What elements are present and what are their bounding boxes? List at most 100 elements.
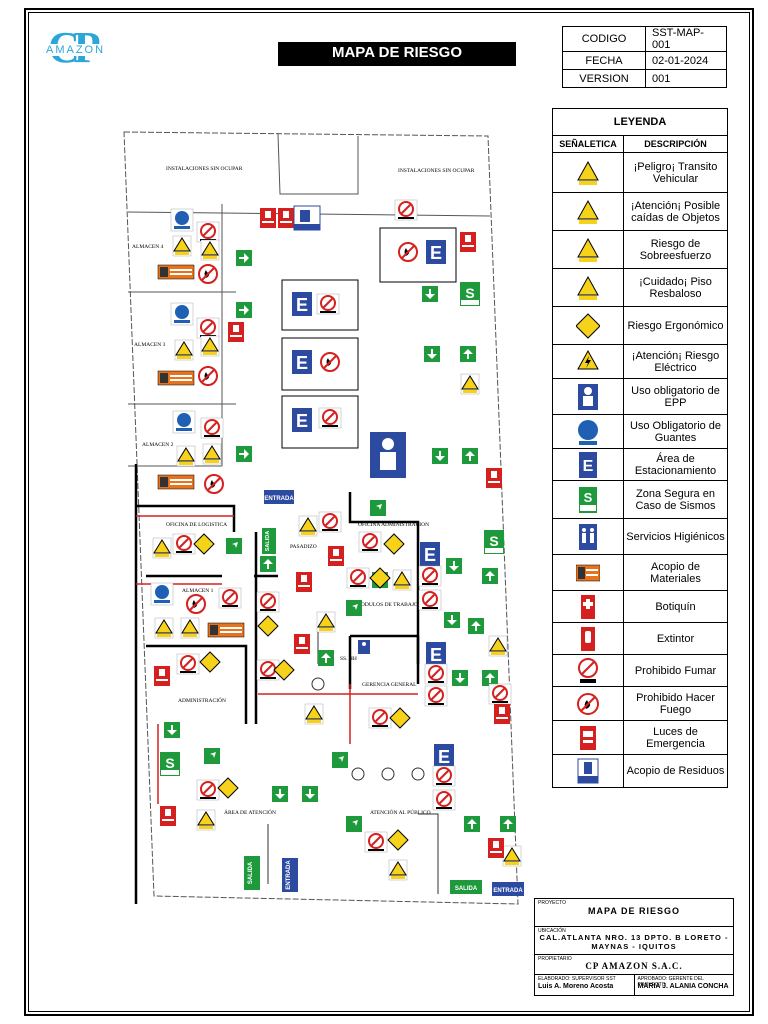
fire-extinguisher-icon bbox=[228, 322, 244, 342]
legend-row: Riesgo Ergonómico bbox=[553, 307, 727, 345]
gloves-mandatory-icon bbox=[553, 415, 624, 448]
ergonomic-risk-icon bbox=[257, 615, 279, 637]
gloves-mandatory-icon bbox=[170, 208, 194, 232]
materials-storage-icon bbox=[157, 474, 195, 490]
area-label-administracion: ADMINISTRACIÓN bbox=[178, 696, 226, 704]
falling-objects-warning-icon bbox=[174, 339, 194, 361]
exit-arrow-down-icon bbox=[302, 786, 318, 802]
legend-row: ¡Cuidado¡ Piso Resbaloso bbox=[553, 269, 727, 307]
no-fire-icon bbox=[198, 366, 218, 386]
gloves-mandatory-icon bbox=[170, 302, 194, 326]
location-text: CAL.ATLANTA NRO. 13 DPTO. B LORETO - MAY… bbox=[539, 933, 729, 951]
slippery-floor-warning-icon bbox=[298, 515, 318, 537]
no-smoking-icon bbox=[358, 531, 382, 553]
legend-description: ¡Atención¡ Posible caídas de Objetos bbox=[630, 199, 721, 224]
exit-arrow-up-icon bbox=[500, 816, 516, 832]
fire-extinguisher-icon bbox=[296, 572, 312, 592]
overexertion-warning-icon bbox=[553, 231, 624, 268]
no-smoking-icon bbox=[488, 683, 512, 705]
project-label: PROYECTO bbox=[538, 900, 566, 906]
legend-description: Prohibido Fumar bbox=[634, 664, 717, 677]
parking-icon bbox=[434, 744, 454, 768]
materials-storage-icon bbox=[157, 264, 195, 280]
no-fire-icon bbox=[320, 352, 340, 372]
restroom-icon bbox=[358, 640, 370, 654]
meta-value: SST-MAP-001 bbox=[645, 26, 727, 52]
prepared-name: Luis A. Moreno Acosta bbox=[538, 983, 614, 990]
no-smoking-icon bbox=[364, 831, 388, 853]
legend-row: Extintor bbox=[553, 623, 727, 655]
legend-row: ¡Peligro¡ Transito Vehicular bbox=[553, 153, 727, 193]
area-label-atencion-publico: ATENCIÓN AL PÚBLICO bbox=[370, 808, 431, 816]
legend-description: Área de Estacionamiento bbox=[634, 452, 717, 477]
meta-value: 001 bbox=[645, 69, 727, 88]
owner-name: CP AMAZON S.A.C. bbox=[585, 961, 683, 971]
exit-arrow-up-icon bbox=[462, 448, 478, 464]
title-block: PROYECTO MAPA DE RIESGO UBICACIÓN CAL.AT… bbox=[534, 898, 734, 996]
meta-value: 02-01-2024 bbox=[645, 51, 727, 70]
legend-row: ¡Atención¡ Posible caídas de Objetos bbox=[553, 193, 727, 231]
ergonomic-risk-icon bbox=[383, 533, 405, 555]
area-label-unoccupied-2: INSTALACIONES SIN OCUPAR bbox=[398, 168, 475, 174]
ppe-mandatory-icon bbox=[553, 379, 624, 414]
floor-plan: E S INSTALACIONES SIN OCUPAR INSTALACIO bbox=[123, 131, 524, 905]
no-smoking-icon bbox=[553, 655, 624, 686]
legend-row: Uso obligatorio de EPP bbox=[553, 379, 727, 415]
approved-label: APROBADO: GERENTE DEL PROYECTO bbox=[637, 976, 704, 988]
waste-collection-icon bbox=[293, 205, 321, 231]
parking-icon bbox=[292, 350, 312, 374]
materials-storage-icon bbox=[157, 370, 195, 386]
exit-sign: SALIDA bbox=[450, 880, 482, 894]
svg-text:SALIDA: SALIDA bbox=[265, 531, 271, 552]
vehicle-transit-warning-icon bbox=[502, 845, 522, 867]
no-fire-icon bbox=[198, 264, 218, 284]
meta-row: VERSION 001 bbox=[562, 69, 727, 88]
logo-word: AMAZON bbox=[44, 44, 108, 56]
ergonomic-risk-icon bbox=[217, 777, 239, 799]
no-smoking-icon bbox=[218, 587, 242, 609]
ppe-mandatory-icon bbox=[370, 432, 406, 478]
no-smoking-icon bbox=[368, 707, 392, 729]
parking-icon bbox=[292, 408, 312, 432]
exit-arrow-down-icon bbox=[432, 448, 448, 464]
exit-arrow-diagonal-icon bbox=[370, 500, 386, 516]
no-smoking-icon bbox=[196, 221, 220, 243]
exit-arrow-diagonal-icon bbox=[346, 816, 362, 832]
earthquake-safe-zone-icon bbox=[460, 282, 480, 306]
falling-objects-warning-icon bbox=[172, 235, 192, 257]
svg-text:ENTRADA: ENTRADA bbox=[493, 888, 523, 894]
svg-text:S: S bbox=[584, 490, 593, 505]
legend-description: Riesgo Ergonómico bbox=[627, 319, 724, 332]
legend-description: Botiquín bbox=[655, 600, 696, 613]
gloves-mandatory-icon bbox=[172, 410, 196, 434]
company-logo: CP AMAZON bbox=[40, 26, 116, 72]
slippery-floor-warning-icon bbox=[553, 269, 624, 306]
area-label-almacen-4: ALMACEN 4 bbox=[132, 244, 164, 250]
legend-row: Servicios Higiénicos bbox=[553, 519, 727, 555]
legend-row: Acopio de Residuos bbox=[553, 755, 727, 787]
inner-frame bbox=[28, 12, 750, 1012]
no-smoking-icon bbox=[176, 653, 200, 675]
exit-arrow-down-icon bbox=[446, 558, 462, 574]
exit-arrow-diagonal-icon bbox=[346, 600, 362, 616]
no-smoking-icon bbox=[424, 663, 448, 685]
prepared-cell: ELABORADO: SUPERVISOR SST Luis A. Moreno… bbox=[535, 975, 635, 995]
meta-key: FECHA bbox=[562, 51, 646, 70]
ergonomic-risk-icon bbox=[389, 707, 411, 729]
ergonomic-risk-icon bbox=[553, 307, 624, 344]
slippery-floor-warning-icon bbox=[316, 611, 336, 633]
exit-arrow-down-icon bbox=[164, 722, 180, 738]
overexertion-warning-icon bbox=[180, 617, 200, 639]
first-aid-icon bbox=[160, 806, 176, 826]
project-name: MAPA DE RIESGO bbox=[587, 906, 680, 916]
legend-description: Zona Segura en Caso de Sismos bbox=[635, 487, 716, 512]
area-label-ss-hh: SS. HH bbox=[340, 656, 357, 662]
exit-arrow-up-icon bbox=[482, 670, 498, 686]
area-label-modulos: MODULOS DE TRABAJO bbox=[356, 602, 418, 608]
earthquake-safe-zone-icon bbox=[484, 530, 504, 554]
parking-icon bbox=[420, 542, 440, 566]
overexertion-warning-icon bbox=[202, 443, 222, 465]
emergency-lights-icon bbox=[328, 546, 344, 566]
exit-arrow-right-icon bbox=[236, 446, 252, 462]
